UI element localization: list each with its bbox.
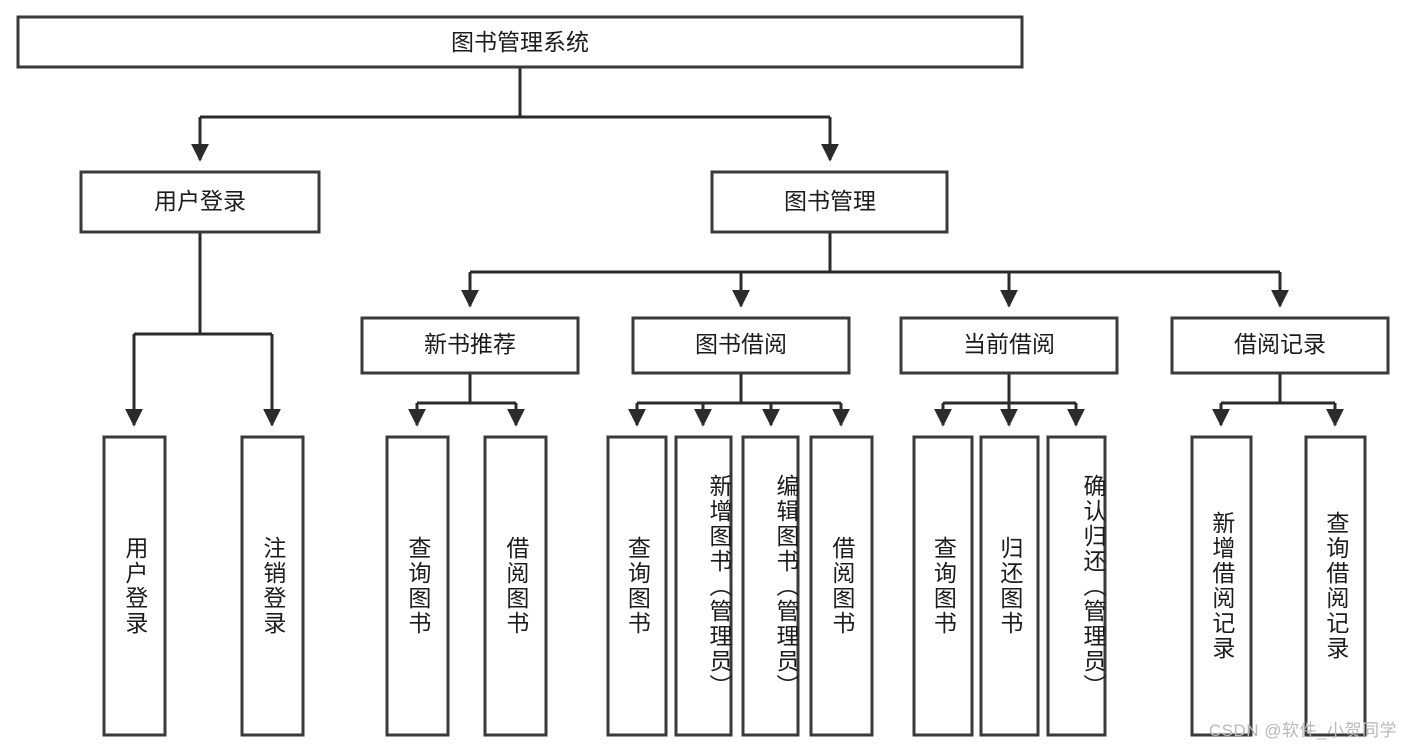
node-book-borrow-label: 图书借阅: [695, 331, 787, 357]
node-current-borrow-box[interactable]: [899, 316, 1119, 375]
node-book-manage-label: 图书管理: [784, 188, 876, 214]
node-current-borrow-label: 当前借阅: [963, 331, 1055, 357]
node-book-manage[interactable]: 图书管理: [710, 170, 949, 234]
node-user-login-box[interactable]: [79, 170, 321, 234]
node-user-login-label: 用户登录: [154, 188, 246, 214]
node-borrow-record-box[interactable]: [1170, 316, 1390, 375]
csdn-watermark: CSDN @软件_小贺同学: [1208, 721, 1397, 740]
node-leaf-query-book-recommend-box[interactable]: [385, 435, 450, 737]
connector-group-book-borrow: [628, 373, 850, 427]
node-current-borrow[interactable]: 当前借阅: [899, 316, 1119, 375]
node-leaf-confirm-return-box[interactable]: [1046, 435, 1107, 737]
node-book-borrow[interactable]: 图书借阅: [631, 316, 851, 375]
node-leaf-add-record-box[interactable]: [1190, 435, 1253, 737]
node-leaf-add-book-box[interactable]: [674, 435, 733, 737]
node-leaf-borrow-book-box[interactable]: [809, 435, 874, 737]
node-book-borrow-box[interactable]: [631, 316, 851, 375]
node-leaf-query-book-current-box[interactable]: [912, 435, 974, 737]
connector-group-root: [191, 67, 839, 162]
node-leaf-query-record-box[interactable]: [1304, 435, 1367, 737]
node-leaf-query-book-borrow-box[interactable]: [606, 435, 668, 737]
node-root-label: 图书管理系统: [451, 29, 589, 55]
node-new-book-recommend-box[interactable]: [360, 316, 580, 375]
connector-group-user-login: [125, 232, 281, 427]
connector-group-borrow-record: [1212, 373, 1344, 427]
node-leaf-edit-book-box[interactable]: [741, 435, 800, 737]
node-leaf-return-book-box[interactable]: [979, 435, 1040, 737]
node-new-book-recommend[interactable]: 新书推荐: [360, 316, 580, 375]
connector-group-book-manage: [461, 232, 1289, 308]
node-borrow-record-label: 借阅记录: [1234, 331, 1326, 357]
node-leaf-borrow-book-recommend-box[interactable]: [483, 435, 548, 737]
node-root[interactable]: 图书管理系统: [16, 15, 1024, 69]
connector-group-new-book: [408, 373, 525, 427]
node-new-book-recommend-label: 新书推荐: [424, 331, 516, 357]
node-book-manage-box[interactable]: [710, 170, 949, 234]
node-leaf-user-login-box[interactable]: [102, 435, 167, 737]
connector-group-current-borrow: [934, 373, 1085, 427]
node-user-login[interactable]: 用户登录: [79, 170, 321, 234]
node-borrow-record[interactable]: 借阅记录: [1170, 316, 1390, 375]
node-root-box[interactable]: [16, 15, 1024, 69]
node-leaf-logout-box[interactable]: [240, 435, 305, 737]
